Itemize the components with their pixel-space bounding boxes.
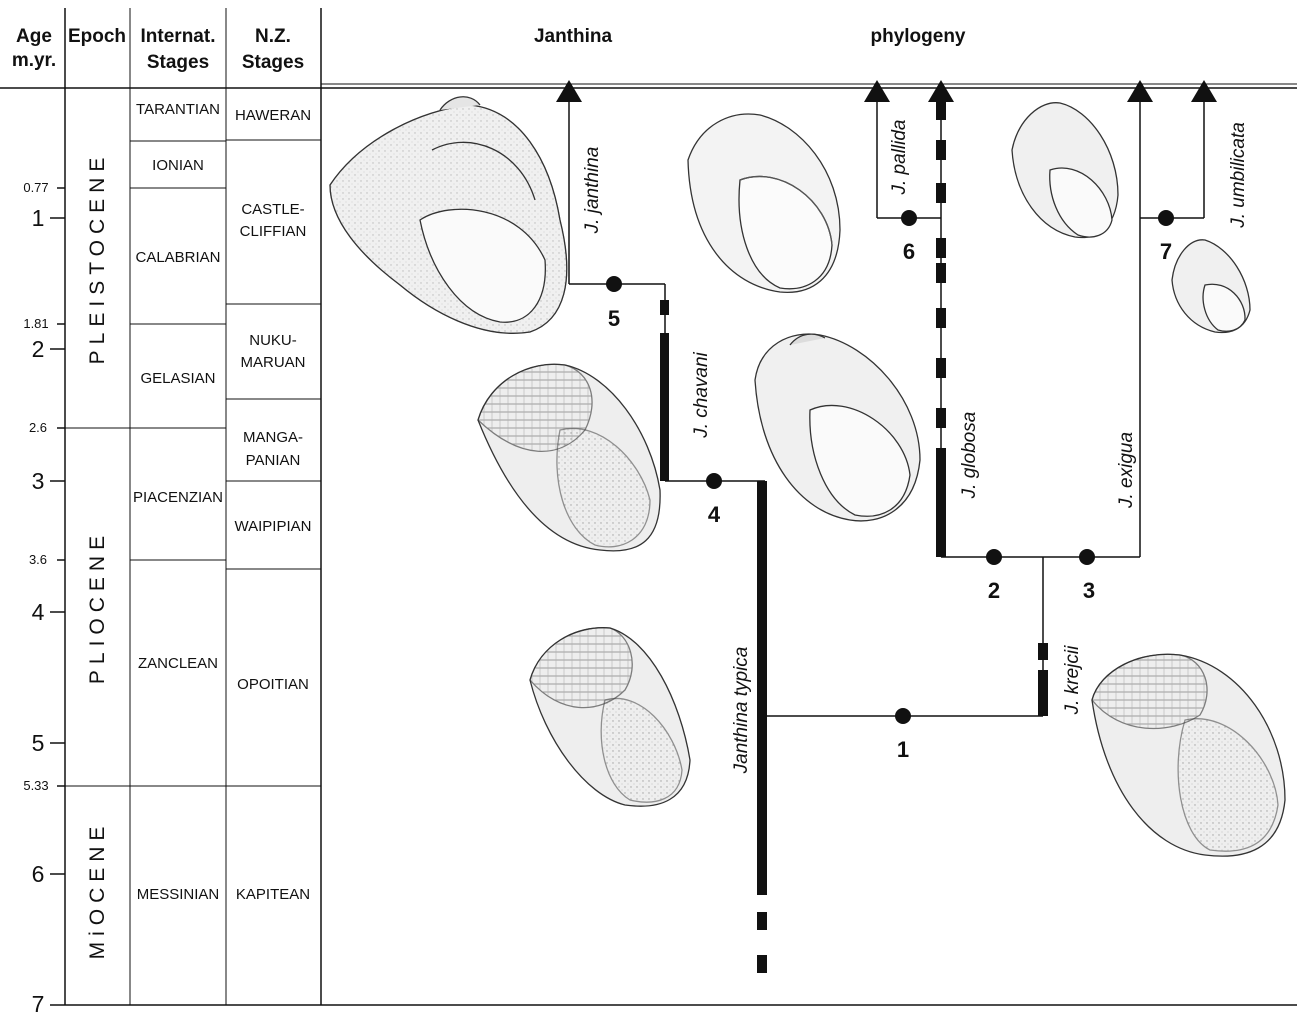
range-typica-dash-2 — [757, 955, 767, 973]
range-krejcii-dash — [1038, 643, 1048, 660]
shell-illustrations — [330, 97, 1285, 856]
arrow-j-globosa — [928, 80, 954, 102]
range-globosa-dash-5 — [936, 238, 946, 258]
title-janthina: Janthina — [534, 26, 613, 47]
species-label-j-umbilicata: J. umbilicata — [1228, 122, 1249, 229]
age-tick-2: 2 — [32, 336, 45, 362]
nz-stage-kapitean: KAPITEAN — [236, 886, 310, 903]
range-chavani-dash — [660, 300, 669, 315]
boundary-age-1-81: 1.81 — [23, 316, 48, 331]
node-dot-3 — [1079, 549, 1095, 565]
stage-calabrian: CALABRIAN — [135, 249, 220, 266]
age-tick-5: 5 — [32, 730, 45, 756]
node-label-5: 5 — [608, 306, 620, 331]
age-tick-6: 6 — [32, 861, 45, 887]
range-globosa-dash-1 — [936, 408, 946, 428]
nz-stage-waipipian: WAIPIPIAN — [235, 518, 312, 535]
boundary-age-3-6: 3.6 — [29, 552, 47, 567]
nz-stage-nukumaruan-1: NUKU- — [249, 332, 297, 349]
boundary-age-5-33: 5.33 — [23, 778, 48, 793]
nz-stage-haweran: HAWERAN — [235, 107, 311, 124]
species-label-j-chavani: J. chavani — [691, 351, 712, 438]
shell-j-exigua — [1012, 103, 1118, 238]
age-tick-4: 4 — [32, 599, 45, 625]
stage-tarantian: TARANTIAN — [136, 101, 220, 118]
range-globosa-solid — [936, 448, 946, 557]
header-nz: N.Z. — [255, 26, 291, 47]
header-age: Age — [16, 26, 52, 47]
node-dot-5 — [606, 276, 622, 292]
stage-piacenzian: PIACENZIAN — [133, 489, 223, 506]
shell-j-pallida — [688, 114, 840, 292]
range-globosa-dash-8 — [936, 100, 946, 120]
header-nz-stages: Stages — [242, 52, 304, 73]
epoch-miocene: MiOCENE — [86, 821, 109, 960]
species-label-j-janthina: J. janthina — [582, 147, 603, 235]
node-dot-7 — [1158, 210, 1174, 226]
shell-janthina-typica — [530, 628, 690, 806]
stage-ionian: IONIAN — [152, 157, 204, 174]
header-epoch: Epoch — [68, 26, 126, 47]
shell-j-umbilicata — [1172, 240, 1250, 333]
species-label-j-globosa: J. globosa — [959, 412, 980, 500]
nz-stage-opoitian: OPOITIAN — [237, 676, 309, 693]
node-dot-2 — [986, 549, 1002, 565]
range-globosa-dash-2 — [936, 358, 946, 378]
epoch-pliocene: PLIOCENE — [86, 530, 109, 684]
range-globosa-dash-3 — [936, 308, 946, 328]
stage-messinian: MESSINIAN — [137, 886, 220, 903]
node-label-6: 6 — [903, 239, 915, 264]
range-chavani-solid — [660, 333, 669, 481]
node-label-2: 2 — [988, 578, 1000, 603]
node-label-7: 7 — [1160, 239, 1172, 264]
range-globosa-dash-6 — [936, 183, 946, 203]
phylogeny-tree: 1 2 3 4 5 6 7 J. janthina J. chavani Jan… — [556, 80, 1249, 973]
age-ticks — [50, 188, 65, 1005]
stage-zanclean: ZANCLEAN — [138, 655, 218, 672]
species-label-j-exigua: J. exigua — [1116, 432, 1137, 509]
shell-j-chavani — [478, 364, 660, 551]
range-krejcii-solid — [1038, 670, 1048, 716]
header-internat: Internat. — [141, 26, 216, 47]
species-label-j-pallida: J. pallida — [889, 120, 910, 196]
nz-stage-mangapanian-2: PANIAN — [246, 452, 301, 469]
species-label-janthina-typica: Janthina typica — [731, 647, 752, 775]
range-globosa-dash-7 — [936, 140, 946, 160]
range-typica-solid — [757, 481, 767, 895]
epoch-pleistocene: PLEISTOCENE — [86, 152, 109, 365]
node-label-3: 3 — [1083, 578, 1095, 603]
arrow-j-pallida — [864, 80, 890, 102]
arrow-j-exigua — [1127, 80, 1153, 102]
extant-arrows — [556, 80, 1217, 102]
node-label-4: 4 — [708, 502, 721, 527]
range-globosa-dash-4 — [936, 263, 946, 283]
shell-j-krejcii — [1092, 654, 1285, 856]
intl-stage-boundaries — [130, 141, 226, 786]
node-dot-1 — [895, 708, 911, 724]
species-label-j-krejcii: J. krejcii — [1062, 645, 1083, 715]
node-dot-6 — [901, 210, 917, 226]
nz-stage-mangapanian-1: MANGA- — [243, 429, 303, 446]
age-tick-7: 7 — [32, 991, 45, 1013]
range-typica-dash-1 — [757, 912, 767, 930]
node-dot-4 — [706, 473, 722, 489]
title-phylogeny: phylogeny — [870, 26, 965, 47]
boundary-age-0-77: 0.77 — [23, 180, 48, 195]
age-tick-3: 3 — [32, 468, 45, 494]
stage-gelasian: GELASIAN — [140, 370, 215, 387]
age-tick-1: 1 — [32, 205, 45, 231]
arrow-j-umbilicata — [1191, 80, 1217, 102]
header-internat-stages: Stages — [147, 52, 209, 73]
nz-stage-castlecliffian-2: CLIFFIAN — [240, 223, 307, 240]
header-age-units: m.yr. — [12, 50, 56, 71]
boundary-age-2-6: 2.6 — [29, 420, 47, 435]
node-label-1: 1 — [897, 737, 909, 762]
arrow-j-janthina — [556, 80, 582, 102]
shell-j-janthina — [330, 97, 567, 334]
shell-j-globosa — [755, 334, 920, 521]
nz-stage-nukumaruan-2: MARUAN — [240, 354, 305, 371]
nz-stage-castlecliffian-1: CASTLE- — [241, 201, 304, 218]
